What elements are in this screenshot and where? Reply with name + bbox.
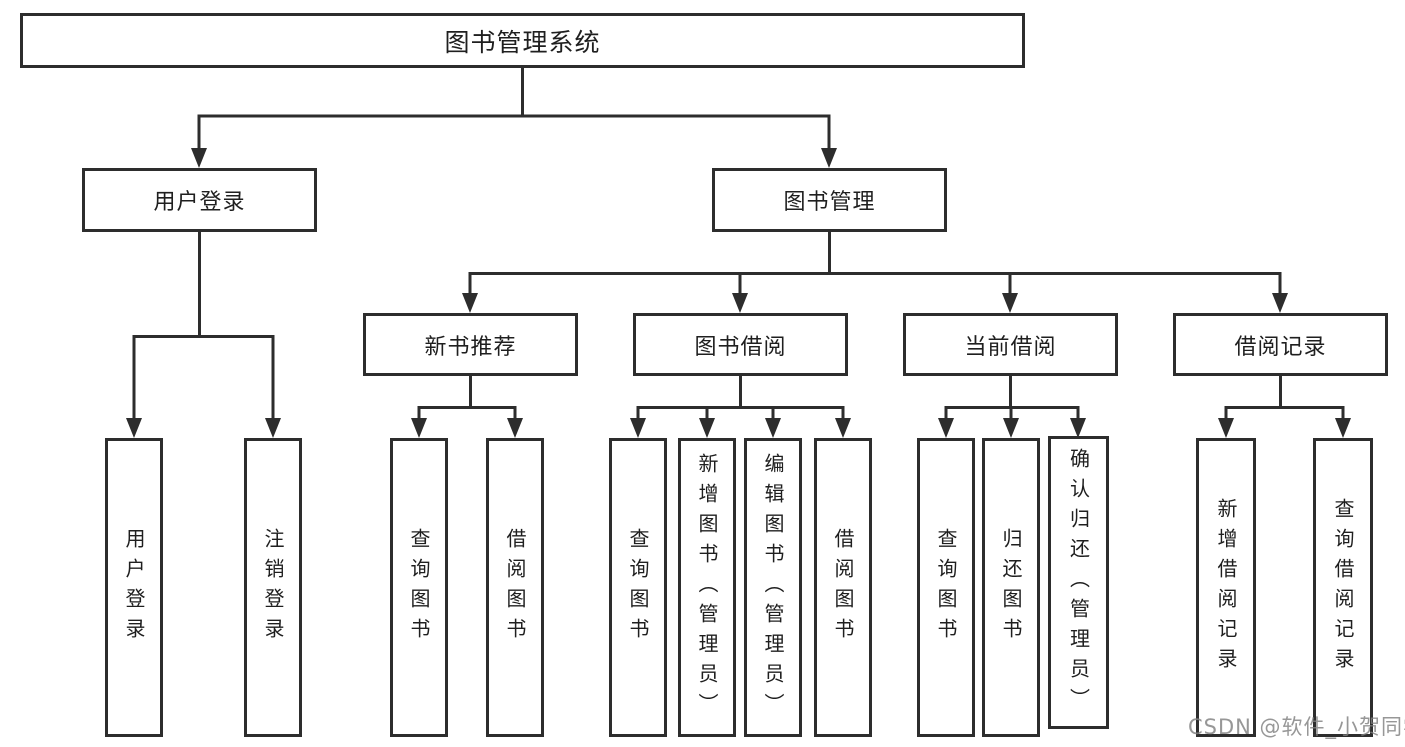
node-leaf-user-login: 用户登录	[105, 438, 163, 737]
node-leaf-bb-borrow-book: 借阅图书	[814, 438, 872, 737]
node-leaf-bb-query-book-label: 查询图书	[626, 527, 650, 648]
node-leaf-br-add-record: 新增借阅记录	[1196, 438, 1256, 737]
node-leaf-cb-query-book-label: 查询图书	[934, 527, 958, 648]
node-leaf-logout: 注销登录	[244, 438, 302, 737]
node-book-management-label: 图书管理	[783, 190, 876, 215]
node-current-borrow: 当前借阅	[903, 313, 1118, 376]
node-user-login-label: 用户登录	[153, 190, 246, 215]
connector-borrow-record-children	[1218, 376, 1351, 438]
node-leaf-bb-edit-book: 编辑图书（管理员）	[744, 438, 802, 737]
node-leaf-cb-return-book: 归还图书	[982, 438, 1040, 737]
node-leaf-cb-confirm-return-label: 确认归还（管理员）	[1066, 447, 1091, 718]
node-borrow-record-label: 借阅记录	[1234, 334, 1327, 360]
node-root-label: 图书管理系统	[444, 27, 601, 57]
node-leaf-bb-borrow-book-label: 借阅图书	[831, 527, 855, 648]
node-leaf-bb-edit-book-label: 编辑图书（管理员）	[761, 452, 785, 723]
node-leaf-cb-confirm-return: 确认归还（管理员）	[1048, 436, 1109, 729]
node-leaf-br-query-record: 查询借阅记录	[1313, 438, 1373, 737]
connector-new-book-children	[411, 376, 523, 438]
node-new-book-recommend-label: 新书推荐	[424, 334, 517, 360]
node-leaf-cb-return-book-label: 归还图书	[999, 527, 1023, 648]
node-leaf-logout-label: 注销登录	[261, 527, 285, 648]
connector-user-login-children	[126, 232, 281, 438]
node-leaf-nb-borrow-book-label: 借阅图书	[503, 527, 527, 648]
node-leaf-nb-query-book: 查询图书	[390, 438, 448, 737]
node-leaf-br-add-record-label: 新增借阅记录	[1214, 497, 1238, 678]
node-book-borrow-label: 图书借阅	[694, 334, 787, 360]
node-leaf-nb-borrow-book: 借阅图书	[486, 438, 544, 737]
node-leaf-bb-add-book-label: 新增图书（管理员）	[695, 452, 719, 723]
node-leaf-br-query-record-label: 查询借阅记录	[1331, 497, 1355, 678]
node-root-library-system: 图书管理系统	[20, 13, 1025, 68]
node-leaf-user-login-label: 用户登录	[122, 527, 146, 648]
node-book-borrow: 图书借阅	[633, 313, 848, 376]
csdn-watermark: CSDN @软件_小贺同学	[1188, 715, 1405, 739]
node-leaf-nb-query-book-label: 查询图书	[407, 527, 431, 648]
node-book-management: 图书管理	[712, 168, 947, 232]
node-new-book-recommend: 新书推荐	[363, 313, 578, 376]
connector-current-borrow-children	[938, 376, 1086, 438]
node-user-login: 用户登录	[82, 168, 317, 232]
node-leaf-bb-query-book: 查询图书	[609, 438, 667, 737]
connector-book-borrow-children	[630, 376, 851, 438]
node-borrow-record: 借阅记录	[1173, 313, 1388, 376]
node-leaf-cb-query-book: 查询图书	[917, 438, 975, 737]
node-current-borrow-label: 当前借阅	[964, 334, 1057, 360]
connector-root-to-level2	[191, 68, 837, 168]
node-leaf-bb-add-book: 新增图书（管理员）	[678, 438, 736, 737]
connector-book-mgmt-children	[462, 232, 1288, 313]
